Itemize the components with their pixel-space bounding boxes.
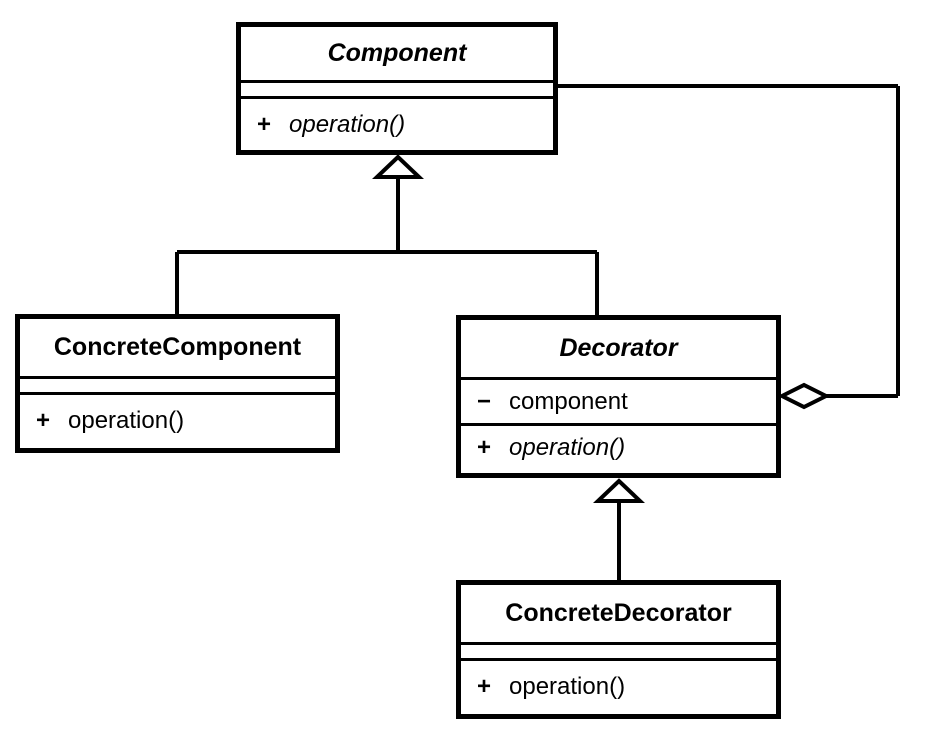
class-attributes-compartment [20,376,335,392]
class-operations-compartment: + operation() [461,658,776,712]
hollow-triangle-icon [372,154,424,179]
class-box-component[interactable]: Component + operation() [236,22,558,155]
generalization-connector-concretedecorator[interactable] [593,478,645,581]
visibility-marker: + [257,110,272,138]
attribute-label: component [509,387,628,415]
class-box-decorator[interactable]: Decorator − component + operation() [456,315,781,478]
class-name-compartment: Decorator [461,320,776,377]
operation-label: operation() [509,433,626,461]
visibility-marker: + [477,672,492,700]
visibility-marker: + [477,433,492,461]
class-attributes-compartment: − component [461,377,776,423]
class-attributes-compartment [461,642,776,658]
class-attributes-compartment [241,80,553,96]
class-title: ConcreteComponent [53,333,302,361]
class-operations-compartment: + operation() [461,423,776,469]
class-title: Decorator [559,334,678,362]
class-name-compartment: Component [241,27,553,80]
generalization-connector-component[interactable] [175,154,599,316]
visibility-marker: − [477,387,492,415]
hollow-triangle-icon [593,478,645,503]
hollow-diamond-icon [777,382,831,410]
class-box-concretecomponent[interactable]: ConcreteComponent + operation() [15,314,340,453]
class-operations-compartment: + operation() [241,96,553,150]
class-title: Component [327,39,467,67]
operation-label: operation() [289,110,406,138]
class-operations-compartment: + operation() [20,392,335,446]
visibility-marker: + [36,406,51,434]
class-box-concretedecorator[interactable]: ConcreteDecorator + operation() [456,580,781,719]
operation-label: operation() [68,406,185,434]
class-name-compartment: ConcreteDecorator [461,585,776,642]
class-name-compartment: ConcreteComponent [20,319,335,376]
class-title: ConcreteDecorator [505,599,732,627]
aggregation-connector-decorator-component[interactable] [556,84,900,410]
operation-label: operation() [509,672,626,700]
